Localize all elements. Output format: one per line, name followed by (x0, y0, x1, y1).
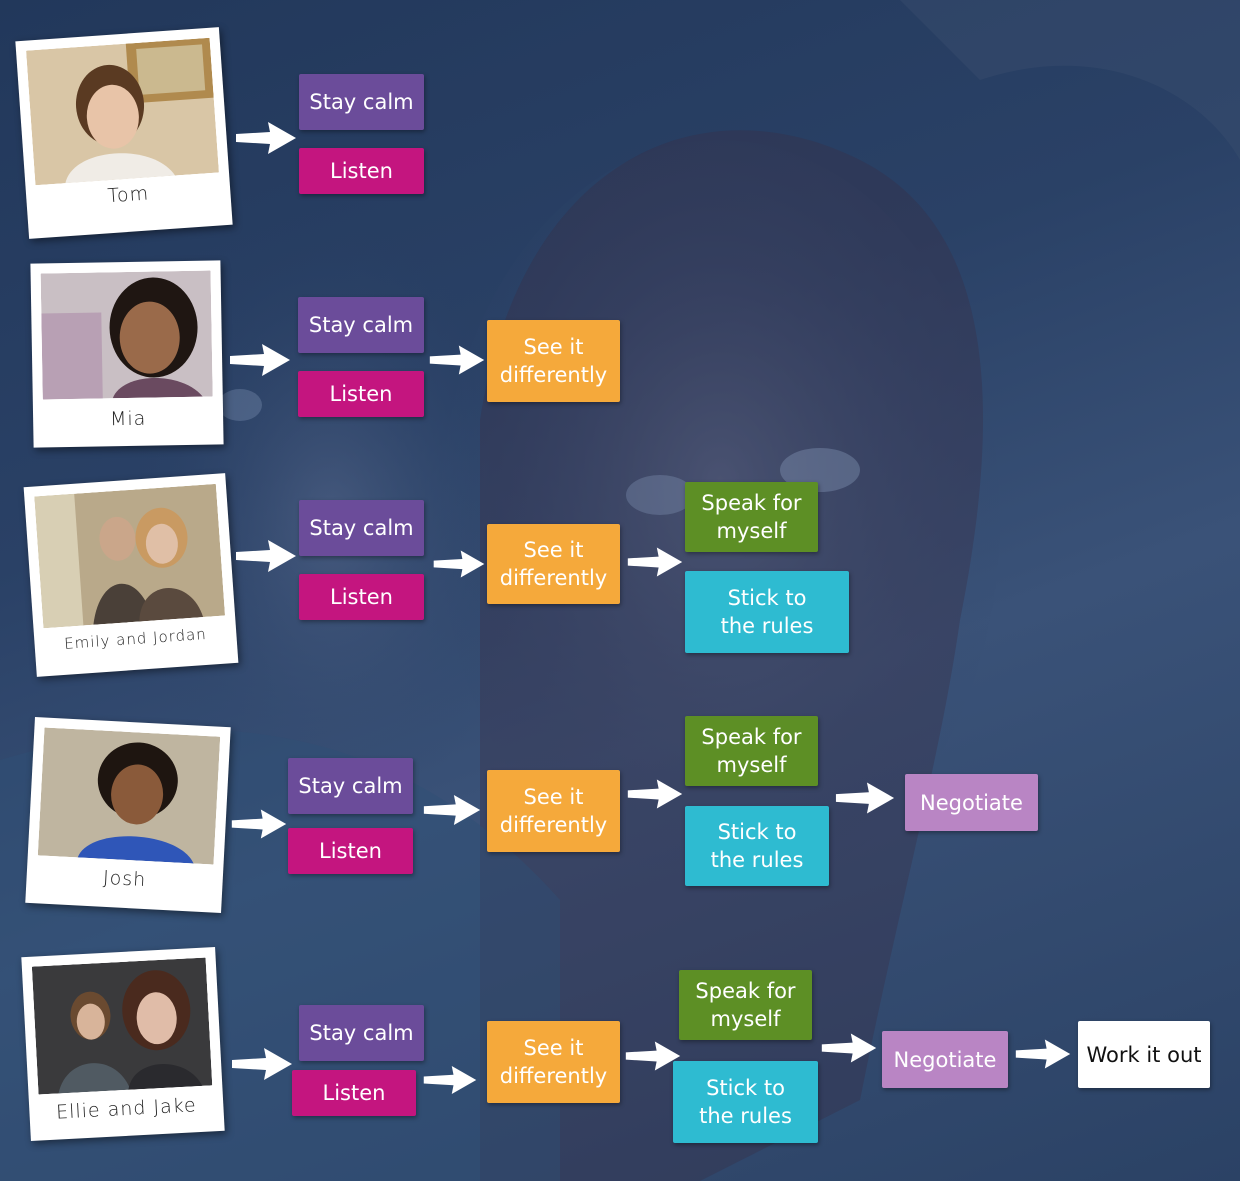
right-arrow-icon (432, 544, 486, 589)
step-listen: Listen (292, 1070, 416, 1116)
right-arrow-icon (228, 340, 292, 385)
step-stay-calm: Stay calm (298, 297, 424, 353)
right-arrow-icon (422, 790, 482, 835)
step-negotiate: Negotiate (905, 774, 1038, 831)
step-stick-to-rules: Stick to the rules (685, 571, 849, 653)
right-arrow-icon (422, 1060, 478, 1105)
step-negotiate: Negotiate (882, 1031, 1008, 1088)
right-arrow-icon (428, 340, 486, 385)
caption-mia: Mia (109, 407, 147, 431)
step-stay-calm: Stay calm (299, 1005, 424, 1061)
step-listen: Listen (298, 371, 424, 417)
right-arrow-icon (626, 774, 684, 819)
step-speak-for-myself: Speak for myself (685, 482, 818, 552)
right-arrow-icon (230, 1044, 294, 1089)
step-listen: Listen (288, 828, 413, 874)
right-arrow-icon (834, 778, 896, 823)
photo-emily-jordan (34, 483, 226, 629)
caption-emily-jordan: Emily and Jordan (63, 624, 208, 653)
right-arrow-icon (820, 1028, 878, 1073)
photo-ellie-jake (31, 957, 213, 1095)
step-speak-for-myself: Speak for myself (685, 716, 818, 786)
right-arrow-icon (234, 118, 298, 163)
caption-ellie-jake: Ellie and Jake (55, 1094, 198, 1124)
step-stay-calm: Stay calm (299, 500, 424, 556)
step-see-it-differently: See it differently (487, 320, 620, 402)
step-see-it-differently: See it differently (487, 524, 620, 604)
caption-josh: Josh (102, 866, 147, 892)
photo-card-josh: Josh (25, 716, 231, 914)
step-stick-to-rules: Stick to the rules (673, 1061, 818, 1143)
step-see-it-differently: See it differently (487, 770, 620, 852)
right-arrow-icon (624, 1036, 682, 1081)
photo-card-ellie-jake: Ellie and Jake (21, 947, 225, 1141)
step-speak-for-myself: Speak for myself (679, 970, 812, 1040)
photo-card-emily-jordan: Emily and Jordan (23, 473, 239, 677)
photo-card-mia: Mia (30, 260, 224, 448)
step-listen: Listen (299, 148, 424, 194)
step-see-it-differently: See it differently (487, 1021, 620, 1103)
right-arrow-icon (230, 804, 288, 849)
step-listen: Listen (299, 574, 424, 620)
photo-tom (26, 37, 219, 186)
step-stick-to-rules: Stick to the rules (685, 806, 829, 886)
photo-mia (40, 270, 213, 400)
step-work-it-out: Work it out (1078, 1021, 1210, 1088)
step-stay-calm: Stay calm (288, 758, 413, 814)
right-arrow-icon (1014, 1034, 1072, 1079)
photo-josh (37, 727, 221, 865)
step-stay-calm: Stay calm (299, 74, 424, 130)
photo-card-tom: Tom (15, 27, 233, 239)
right-arrow-icon (234, 536, 298, 581)
right-arrow-icon (626, 542, 684, 587)
